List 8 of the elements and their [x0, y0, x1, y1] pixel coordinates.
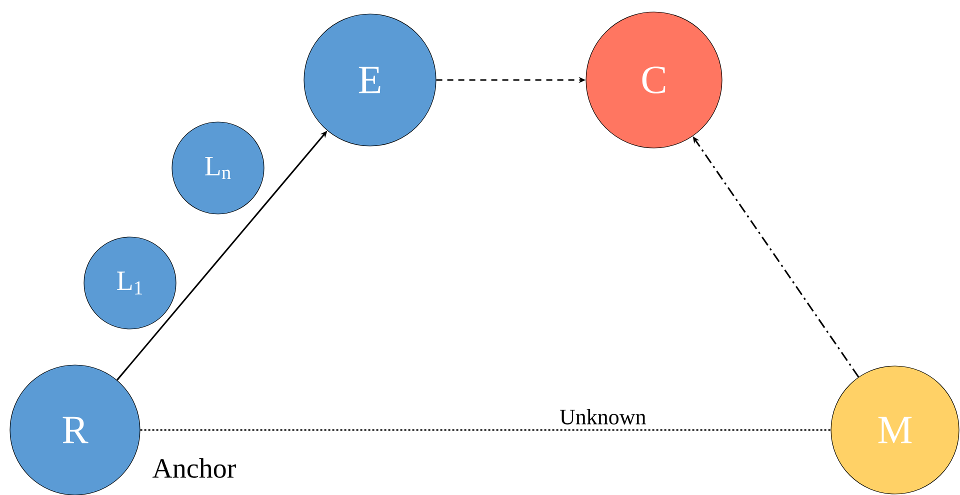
circle-node: E	[304, 14, 436, 146]
circle-node: L$_{n}$	[172, 122, 264, 214]
edge-label: Unknown	[560, 409, 646, 424]
node-caption: Anchor	[152, 458, 236, 478]
circle-node: R	[10, 364, 140, 495]
circle-node: C	[586, 12, 722, 148]
circle-node: M	[830, 366, 960, 494]
circle-node: L$_{1}$	[84, 236, 176, 330]
